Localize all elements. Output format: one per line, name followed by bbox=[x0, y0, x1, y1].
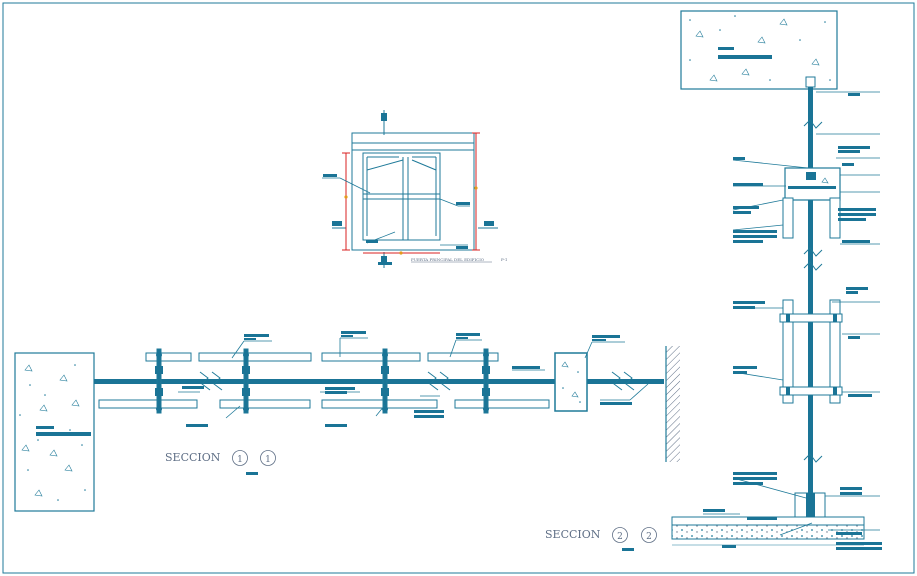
door-elevation-title: PUERTA PRINCIPAL DEL EDIFICIO bbox=[411, 257, 485, 262]
section-2-marker-a bbox=[612, 527, 628, 543]
section-1-title: SECCION bbox=[165, 451, 221, 464]
door-elevation-code: P-1 bbox=[501, 257, 507, 262]
section-2-marker-a-label: 2 bbox=[617, 532, 623, 542]
section-1-marker-a bbox=[232, 450, 248, 466]
section-1-plan: SECCION 1 1 bbox=[94, 331, 680, 475]
left-concrete-wall bbox=[14, 352, 95, 512]
section-1-marker-a-label: 1 bbox=[237, 455, 243, 465]
section-1-marker-b bbox=[260, 450, 276, 466]
section-2-marker-b-label: 2 bbox=[646, 532, 652, 542]
section-1-marker-b-label: 1 bbox=[265, 455, 271, 465]
section-2-marker-b bbox=[641, 527, 657, 543]
door-elevation: PUERTA PRINCIPAL DEL EDIFICIO P-1 bbox=[322, 110, 507, 268]
section-2-title: SECCION bbox=[545, 528, 601, 541]
section-2-elevation: SECCION 2 2 bbox=[545, 10, 882, 551]
